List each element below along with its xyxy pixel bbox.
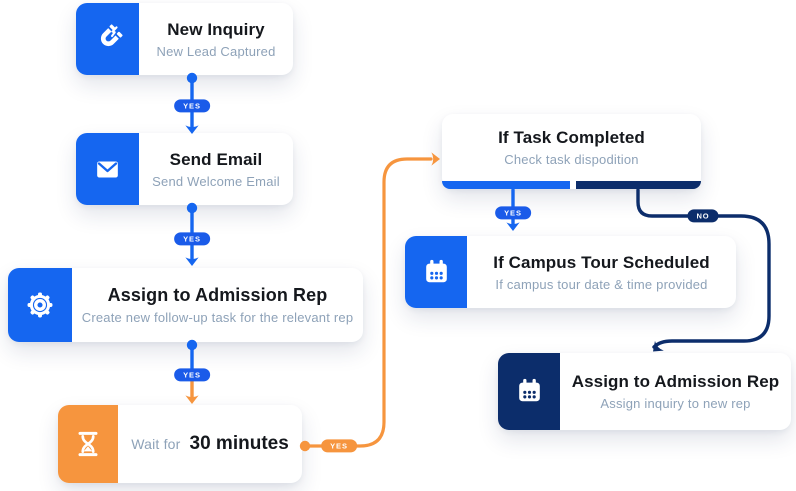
node-subtitle: Send Welcome Email: [152, 173, 280, 189]
node-if-task-completed[interactable]: If Task Completed Check task dispodition: [442, 114, 701, 189]
node-send-email[interactable]: Send Email Send Welcome Email: [76, 133, 293, 205]
branch-bar-yes: [442, 181, 570, 189]
node-title: Assign to Admission Rep: [571, 372, 780, 391]
node-subtitle: Create new follow-up task for the releva…: [81, 310, 354, 325]
edge-label-yes: YES: [174, 368, 210, 382]
node-subtitle: If campus tour date & time provided: [495, 276, 708, 292]
gear-icon: [8, 268, 72, 342]
node-assign-to-admission-rep[interactable]: Assign to Admission Rep Create new follo…: [8, 268, 363, 342]
connector-dots: [186, 72, 311, 452]
edge-label-yes: YES: [174, 232, 210, 246]
branch-bar-no: [576, 181, 701, 189]
node-wait[interactable]: Wait for 30 minutes: [58, 405, 302, 483]
wait-prefix: Wait for: [131, 436, 181, 452]
node-title: Send Email: [169, 149, 263, 169]
node-subtitle: Assign inquiry to new rep: [600, 396, 751, 411]
edge-label-yes: YES: [174, 99, 210, 113]
wait-duration: 30 minutes: [189, 433, 289, 454]
calendar-icon: [498, 353, 560, 430]
hourglass-icon: [58, 405, 118, 483]
edge-label-no: NO: [687, 209, 719, 223]
magnet-icon: [76, 3, 139, 75]
node-title: If Task Completed: [498, 128, 645, 147]
edge-label-yes: YES: [321, 439, 357, 453]
node-assign-to-admission-rep-2[interactable]: Assign to Admission Rep Assign inquiry t…: [498, 353, 791, 430]
node-subtitle: Check task dispodition: [504, 152, 639, 167]
node-title: If Campus Tour Scheduled: [493, 252, 710, 272]
calendar-icon: [405, 236, 467, 308]
node-title: Assign to Admission Rep: [107, 285, 328, 305]
node-title: New Inquiry: [167, 19, 265, 39]
node-new-inquiry[interactable]: New Inquiry New Lead Captured: [76, 3, 293, 75]
wait-label: Wait for 30 minutes: [131, 433, 289, 455]
envelope-icon: [76, 133, 139, 205]
node-subtitle: New Lead Captured: [156, 43, 276, 59]
edge-label-yes: YES: [495, 206, 531, 220]
node-if-campus-tour-scheduled[interactable]: If Campus Tour Scheduled If campus tour …: [405, 236, 736, 308]
